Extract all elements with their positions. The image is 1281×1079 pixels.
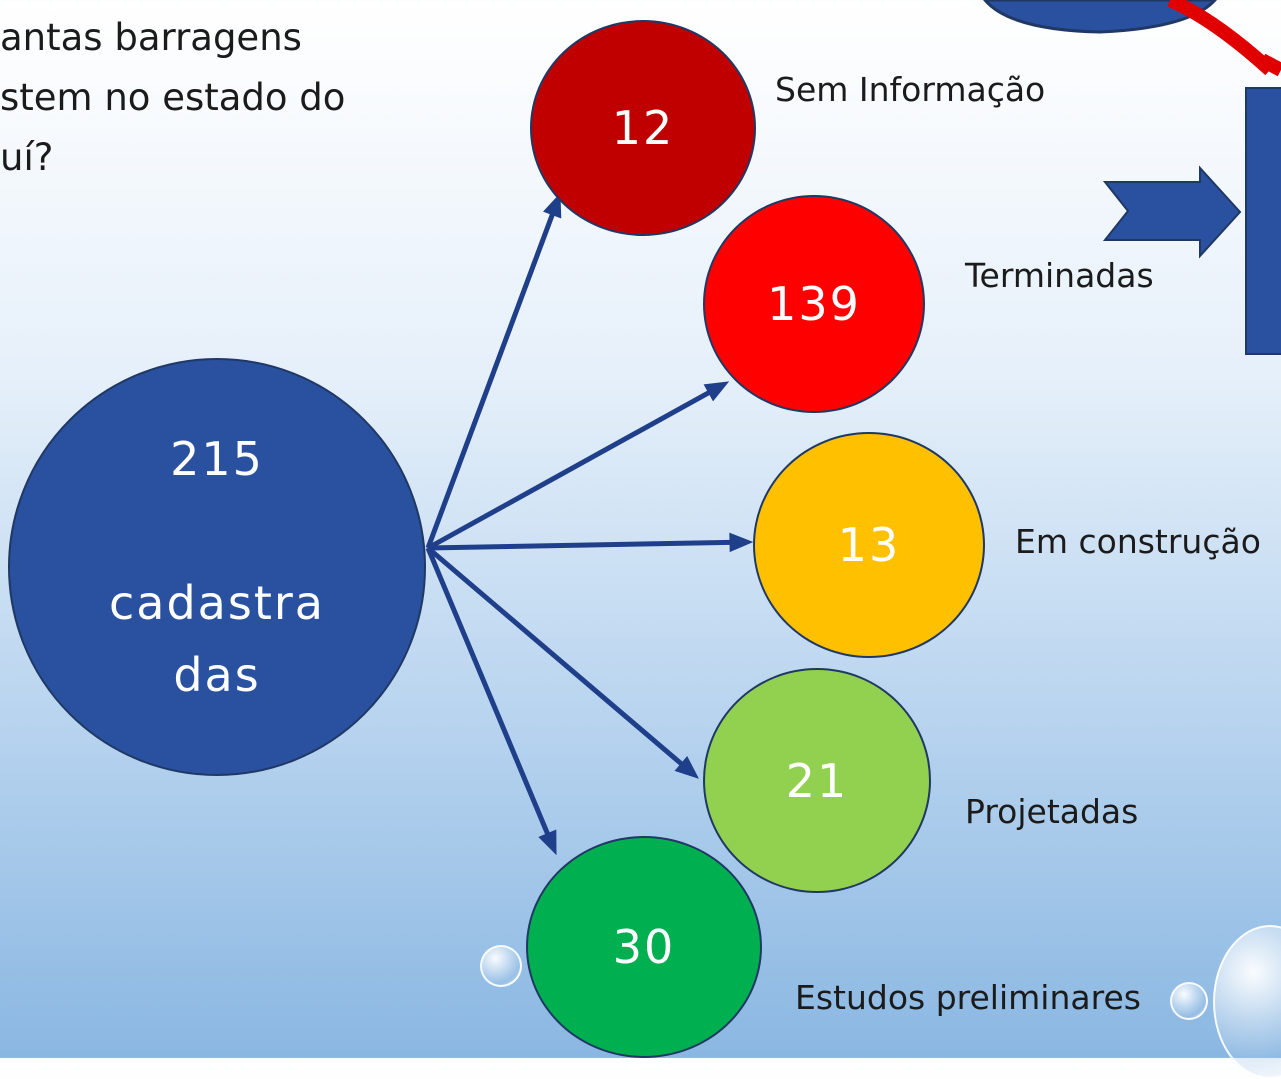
node-projetadas: 21: [703, 668, 931, 893]
node-sem-informacao: 12: [530, 20, 756, 236]
label-estudos-preliminares: Estudos preliminares: [795, 978, 1141, 1017]
node-value: 30: [612, 920, 676, 974]
node-terminadas: 139: [703, 195, 925, 413]
question-line: antas barragens: [0, 16, 302, 59]
arrow-sem-informacao: [425, 213, 555, 549]
question-line: uí?: [0, 136, 54, 179]
corner-blue-panel: [1245, 87, 1281, 355]
arrow-em-construcao: [427, 539, 731, 551]
label-em-construcao: Em construção: [1015, 522, 1261, 561]
node-estudos-preliminares: 30: [526, 836, 762, 1058]
node-value: 12: [611, 101, 675, 155]
node-em-construcao: 13: [753, 432, 985, 658]
arrow-projetadas-head: [674, 755, 700, 779]
node-value: 139: [767, 277, 861, 331]
node-value: 13: [837, 518, 901, 572]
arrow-terminadas: [426, 390, 710, 551]
bubble-icon: [1170, 982, 1208, 1020]
question-text: antas barragens stem no estado do uí?: [0, 8, 470, 188]
total-value: 215: [170, 432, 264, 486]
arrow-estudos-preliminares: [425, 547, 550, 835]
arrow-estudos-preliminares-head: [538, 829, 557, 856]
label-sem-informacao: Sem Informação: [775, 70, 1046, 109]
chevron-arrow-icon: [1102, 165, 1242, 259]
question-line: stem no estado do: [0, 76, 346, 119]
arrow-sem-informacao-head: [543, 192, 562, 219]
arrow-em-construcao-head: [729, 532, 754, 553]
arrow-projetadas: [426, 546, 683, 766]
node-value: 21: [785, 753, 849, 808]
label-projetadas: Projetadas: [965, 792, 1139, 831]
corner-red-ribbon: [1167, 0, 1275, 76]
bubble-icon: [480, 945, 522, 987]
label-terminadas: Terminadas: [965, 256, 1154, 295]
arrow-terminadas-head: [703, 381, 730, 402]
corner-red-ribbon-tail: [1258, 53, 1281, 77]
